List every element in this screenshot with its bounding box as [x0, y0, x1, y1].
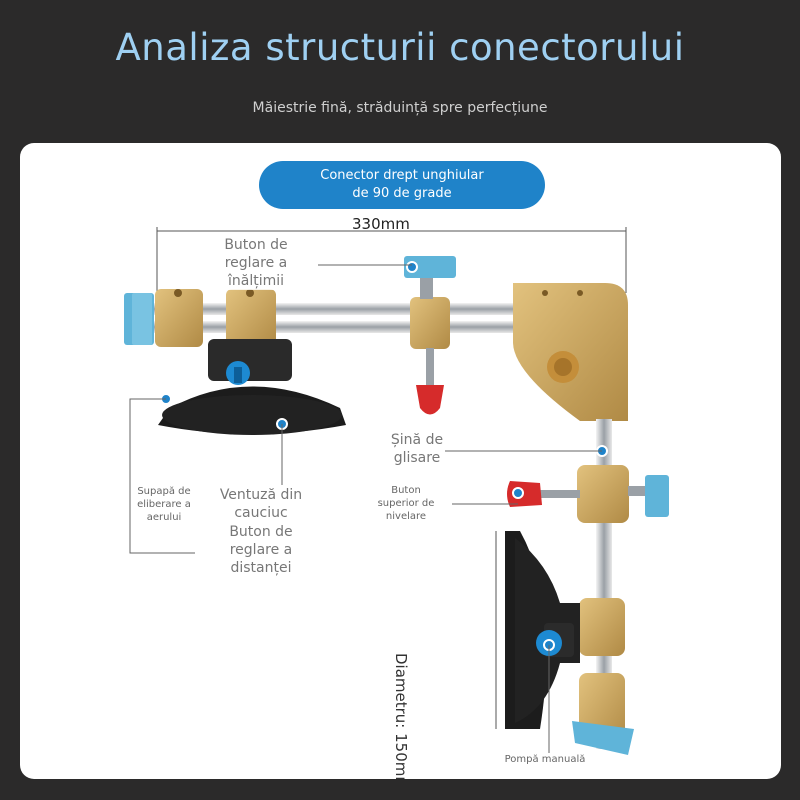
brass-clamp-middle	[226, 289, 276, 347]
dimension-line-330	[156, 227, 627, 293]
connector-illustration	[124, 227, 669, 755]
red-adjust-knob	[416, 348, 444, 415]
left-suction-cup	[158, 339, 346, 435]
label-height-knob: Buton de reglare a înălțimii	[216, 236, 296, 290]
badge-line-2: de 90 de grade	[352, 186, 452, 201]
label-suction-cup: Ventuză din cauciuc	[219, 487, 303, 521]
left-end-cap	[124, 293, 154, 345]
label-slide-rail: Șină de glisare	[390, 432, 444, 466]
label-top-level-knob: Buton superior de nivelare	[377, 485, 435, 522]
length-dimension: 330mm	[352, 215, 410, 233]
label-release-valve: Supapă de eliberare a aerului	[137, 486, 191, 523]
height-knob	[404, 256, 456, 299]
page-title: Analiza structurii conectorului	[115, 26, 685, 69]
top-level-knob	[507, 481, 580, 507]
vertical-clamp-middle	[579, 598, 625, 656]
product-card: Conector drept unghiular de 90 de grade …	[20, 143, 781, 779]
diameter-dimension: Diametru: 150mm	[392, 653, 410, 779]
horizontal-rail	[150, 303, 540, 333]
badge-line-1: Conector drept unghiular	[320, 168, 484, 183]
connector-type-badge: Conector drept unghiular de 90 de grade	[259, 161, 545, 209]
vertical-clamp-top	[577, 465, 669, 523]
leader-lines	[129, 264, 602, 753]
angle-connector-block	[513, 283, 628, 421]
right-suction-cup	[505, 531, 580, 729]
page-subtitle: Măiestrie fină, străduință spre perfecți…	[252, 100, 548, 116]
brass-clamp-left	[155, 289, 203, 347]
label-hand-pump: Pompă manuală	[504, 754, 586, 765]
brass-clamp-right	[410, 297, 450, 349]
vertical-clamp-bottom	[572, 673, 634, 755]
label-distance-knob: Buton de reglare a distanței	[229, 524, 293, 576]
